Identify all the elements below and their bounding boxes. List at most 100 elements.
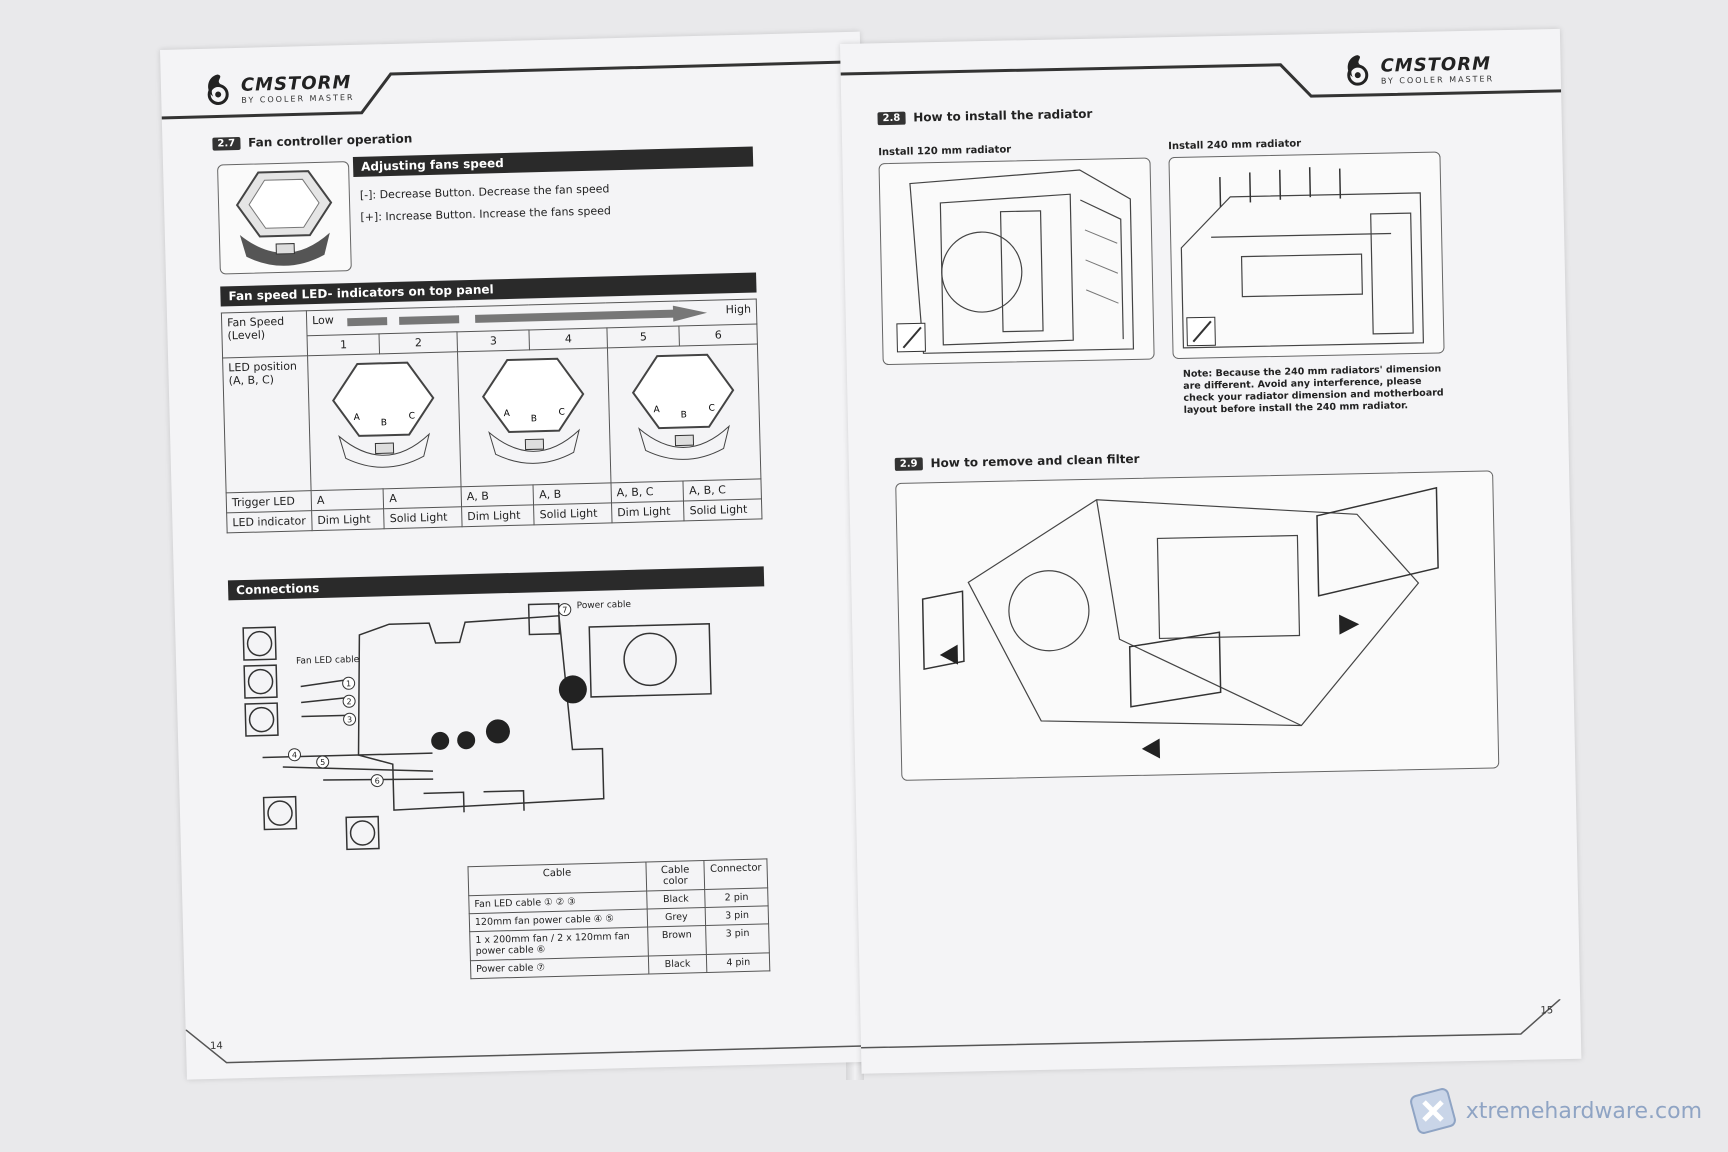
- indicator-6: Solid Light: [683, 498, 762, 521]
- trigger-led-label: Trigger LED: [226, 490, 312, 513]
- led-indicator-table: Fan Speed (Level) Low High 1 2 3 4 5 6 L…: [221, 298, 763, 533]
- case-120-illustration: [896, 169, 1135, 354]
- svg-text:B: B: [381, 418, 387, 428]
- level-5: 5: [606, 326, 680, 348]
- led-diagram-abc-2: A B C: [457, 347, 611, 487]
- svg-text:5: 5: [320, 758, 325, 767]
- storm-logo-icon: [1347, 55, 1369, 86]
- install-240-image: [1168, 151, 1445, 360]
- fan-led-cable-label: Fan LED cable: [295, 654, 360, 667]
- install-120-label: Install 120 mm radiator: [878, 144, 1012, 159]
- connections-diagram: 123 456 7: [242, 602, 712, 851]
- brand-logo: CMSTORM BY COOLER MASTER: [1340, 48, 1494, 91]
- left-page: CMSTORM BY COOLER MASTER 2.7 Fan control…: [160, 31, 887, 1080]
- controller-panel-icon: [235, 170, 333, 266]
- svg-text:7: 7: [562, 606, 567, 615]
- cable-name: Power cable ⑦: [470, 956, 649, 979]
- svg-text:B: B: [681, 410, 687, 420]
- trigger-5: A, B, C: [610, 480, 684, 503]
- led-diagram-abc-3: A B C: [607, 343, 761, 483]
- cable-connector: 4 pin: [706, 952, 770, 973]
- level-2: 2: [379, 331, 458, 354]
- svg-text:C: C: [559, 408, 566, 418]
- trigger-1: A: [311, 488, 385, 511]
- high-label: High: [725, 302, 752, 317]
- svg-text:2: 2: [346, 697, 351, 706]
- right-page: CMSTORM BY COOLER MASTER 2.8 How to inst…: [840, 28, 1582, 1074]
- indicator-1: Dim Light: [311, 508, 385, 531]
- svg-text:B: B: [531, 414, 537, 424]
- header-rule: [160, 60, 861, 120]
- svg-text:A: A: [504, 409, 511, 419]
- section-2-9-title: 2.9 How to remove and clean filter: [894, 451, 1140, 471]
- fan-speed-label: Fan Speed (Level): [221, 310, 308, 358]
- led-indicator-label: LED indicator: [226, 510, 313, 533]
- cable-connector: 3 pin: [706, 923, 770, 955]
- svg-text:4: 4: [292, 751, 297, 760]
- section-number: 2.8: [877, 111, 906, 125]
- case-filter-illustration: [921, 486, 1439, 759]
- fan-controller-image: [217, 161, 352, 275]
- logo-sub-text: BY COOLER MASTER: [241, 92, 355, 105]
- power-cable-label: Power cable: [576, 599, 632, 612]
- svg-text:3: 3: [347, 715, 352, 724]
- speed-scale: Low High: [306, 298, 757, 336]
- cable-color: Black: [646, 889, 706, 910]
- cable-name: 1 x 200mm fan / 2 x 120mm fan power cabl…: [469, 927, 648, 961]
- section-title-text: How to install the radiator: [913, 106, 1093, 125]
- trigger-4: A, B: [533, 482, 612, 505]
- install-240-label: Install 240 mm radiator: [1168, 138, 1302, 153]
- section-number: 2.9: [894, 456, 923, 471]
- level-3: 3: [456, 329, 530, 352]
- logo-main-text: CMSTORM: [1380, 53, 1492, 77]
- led-position-label: LED position (A, B, C): [222, 355, 312, 493]
- cable-color: Black: [647, 954, 708, 975]
- cable-header: Cable: [467, 862, 647, 896]
- level-1: 1: [307, 333, 380, 356]
- brand-logo: CMSTORM BY COOLER MASTER: [201, 67, 355, 111]
- watermark: xtremehardware.com: [1406, 1084, 1702, 1138]
- install-120-image: [878, 157, 1155, 366]
- logo-main-text: CMSTORM: [240, 72, 352, 96]
- indicator-4: Solid Light: [533, 502, 613, 525]
- svg-text:C: C: [409, 411, 416, 421]
- svg-text:1: 1: [346, 679, 351, 688]
- storm-logo-icon: [207, 74, 229, 105]
- level-4: 4: [529, 327, 608, 350]
- footer-rule: [861, 998, 1561, 1049]
- page-number-right: 15: [1540, 1005, 1554, 1017]
- led-panel-icon: A B C: [482, 357, 585, 464]
- connector-header: Connector: [704, 858, 768, 890]
- radiator-note: Note: Because the 240 mm radiators' dime…: [1182, 363, 1444, 416]
- xh-logo-icon: [1409, 1088, 1456, 1134]
- cable-connector: 3 pin: [705, 905, 769, 926]
- svg-text:C: C: [709, 404, 716, 414]
- low-label: Low: [311, 313, 334, 328]
- header-rule: [840, 63, 1562, 98]
- case-240-illustration: [1180, 167, 1424, 349]
- trigger-2: A: [383, 486, 462, 509]
- level-6: 6: [679, 323, 758, 346]
- watermark-text: xtremehardware.com: [1465, 1098, 1702, 1124]
- speed-arrow-icon: [347, 305, 708, 327]
- section-2-7-title: 2.7 Fan controller operation: [212, 131, 413, 151]
- svg-text:A: A: [654, 405, 661, 415]
- svg-text:A: A: [354, 413, 361, 423]
- cable-connector: 2 pin: [705, 887, 769, 908]
- trigger-6: A, B, C: [683, 478, 762, 501]
- section-number: 2.7: [212, 136, 241, 151]
- logo-sub-text: BY COOLER MASTER: [1380, 74, 1495, 86]
- cable-color: Brown: [647, 925, 707, 957]
- section-title-text: How to remove and clean filter: [930, 451, 1140, 471]
- connections-bar: Connections: [227, 566, 765, 601]
- indicator-3: Dim Light: [461, 504, 535, 527]
- trigger-3: A, B: [461, 484, 534, 507]
- cable-table: Cable Cable color Connector Fan LED cabl…: [467, 858, 770, 979]
- filter-removal-image: [895, 470, 1500, 781]
- led-panel-icon: A B C: [332, 361, 435, 468]
- indicator-2: Solid Light: [384, 506, 463, 529]
- page-number-left: 14: [209, 1040, 223, 1053]
- footer-rule: [185, 1029, 887, 1064]
- cable-color: Grey: [646, 907, 707, 928]
- cable-color-header: Cable color: [645, 860, 706, 892]
